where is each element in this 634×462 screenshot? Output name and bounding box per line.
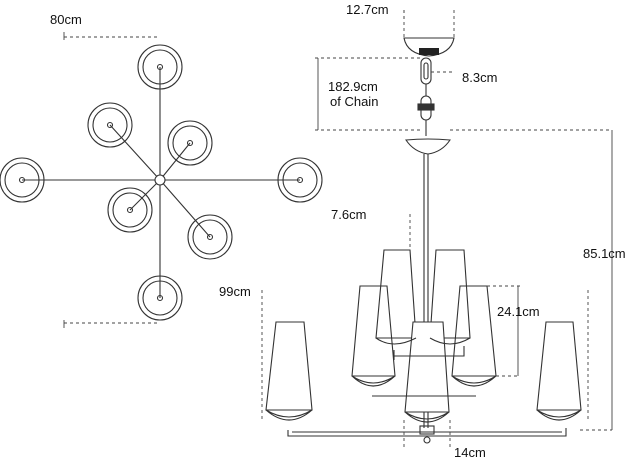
label-top-view-width: 80cm (50, 12, 82, 27)
disc-upper-left (87, 102, 133, 148)
ceiling-canopy (403, 37, 455, 57)
disc-right (277, 157, 323, 203)
body-canopy (405, 138, 451, 155)
shade-front-center (404, 321, 450, 413)
shade-outer-left (265, 321, 313, 411)
center-hub (154, 174, 166, 186)
disc-bottom (137, 275, 183, 321)
shade-upper-left (375, 249, 417, 339)
disc-lower-left (107, 187, 153, 233)
label-shade-top-width: 7.6cm (331, 207, 367, 222)
label-bottom-width: 14cm (454, 445, 486, 460)
label-chain-link-width: 8.3cm (462, 70, 498, 85)
arm-diagonal-upper-right (159, 142, 191, 181)
shade-middle-left (351, 285, 396, 377)
chain (417, 57, 435, 136)
arm-diagonal-lower-right (159, 179, 211, 238)
label-shade-height: 24.1cm (497, 304, 540, 319)
arm-lower (287, 428, 567, 437)
arm-diagonal-upper-left (109, 124, 161, 181)
label-overall-width: 99cm (219, 284, 251, 299)
shade-middle-right (451, 285, 497, 377)
disc-upper-right (167, 120, 213, 166)
arm-upper (394, 346, 465, 357)
label-overall-height: 85.1cm (583, 246, 626, 261)
disc-left (0, 157, 45, 203)
label-chain-length-1: 182.9cm (328, 79, 378, 94)
arm-diagonal-lower-left (129, 179, 161, 211)
disc-top (137, 44, 183, 90)
label-chain-length-2: of Chain (330, 94, 379, 109)
shade-outer-right (536, 321, 582, 411)
label-canopy-diameter: 12.7cm (346, 2, 389, 17)
disc-lower-right (187, 214, 233, 260)
